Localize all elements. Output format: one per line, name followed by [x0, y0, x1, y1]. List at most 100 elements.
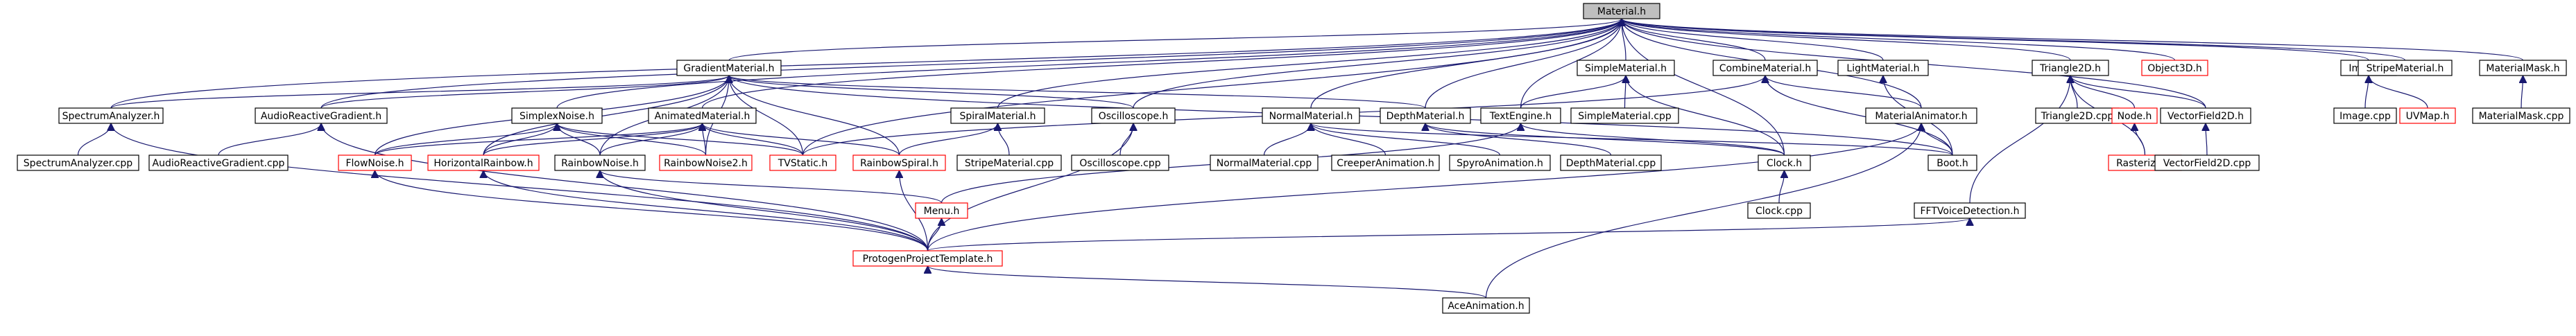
node-materialmask-cpp[interactable]: MaterialMask.cpp	[2472, 107, 2570, 124]
edge-material_h-to-simplexnoise_h	[556, 19, 1622, 109]
node-spectrumanalyzer-h[interactable]: SpectrumAnalyzer.h	[58, 107, 164, 124]
node-image-cpp[interactable]: Image.cpp	[2333, 107, 2397, 124]
node-materialanimator-h[interactable]: MaterialAnimator.h	[1865, 107, 1977, 124]
node-spyroanimation-h[interactable]: SpyroAnimation.h	[1449, 154, 1551, 171]
node-horizontalrainbow-h[interactable]: HorizontalRainbow.h	[427, 154, 540, 171]
node-label: CombineMaterial.h	[1719, 63, 1811, 74]
node-box	[58, 107, 164, 124]
node-fftvoicedetection-h[interactable]: FFTVoiceDetection.h	[1914, 202, 2026, 219]
node-normalmaterial-h[interactable]: NormalMaterial.h	[1262, 107, 1360, 124]
node-audioreactivegradient-cpp[interactable]: AudioReactiveGradient.cpp	[148, 154, 289, 171]
node-label: AudioReactiveGradient.h	[261, 111, 381, 122]
node-depthmaterial-cpp[interactable]: DepthMaterial.cpp	[1560, 154, 1662, 171]
node-audioreactivegradient-h[interactable]: AudioReactiveGradient.h	[255, 107, 388, 124]
node-rainbownoise2-h[interactable]: RainbowNoise2.h	[659, 154, 753, 171]
node-vectorfield2d-h[interactable]: VectorField2D.h	[2160, 107, 2251, 124]
edge-rainbownoise_h-to-menu_h	[600, 170, 943, 204]
node-material-h: Material.h	[1583, 3, 1660, 19]
node-box	[1480, 107, 1561, 124]
node-label: HorizontalRainbow.h	[433, 158, 533, 169]
node-box	[1210, 154, 1319, 171]
node-vectorfield2d-cpp[interactable]: VectorField2D.cpp	[2154, 154, 2260, 171]
edge-material_h-to-audioreactivegradient_h	[320, 19, 1622, 109]
node-box	[915, 202, 968, 219]
edge-material_h-to-stripematerial_h	[1622, 18, 2406, 61]
node-box	[1331, 154, 1440, 171]
edge-flownoise_h-to-protogenprojecttemplate_h	[375, 170, 929, 251]
node-clock-h[interactable]: Clock.h	[1758, 154, 1811, 171]
edge-audioreactivegradient_h-to-protogenprojecttemplate_h	[321, 123, 929, 251]
node-triangle2d-h[interactable]: Triangle2D.h	[2032, 60, 2109, 76]
node-animatedmaterial-h[interactable]: AnimatedMaterial.h	[648, 107, 757, 124]
node-protogenprojecttemplate-h[interactable]: ProtogenProjectTemplate.h	[852, 250, 1003, 267]
node-box	[1442, 297, 1530, 314]
node-node-h[interactable]: Node.h	[2111, 107, 2158, 124]
node-label: Oscilloscope.h	[1099, 111, 1169, 122]
node-stripematerial-cpp[interactable]: StripeMaterial.cpp	[956, 154, 1062, 171]
edge-horizontalrainbow_h-to-protogenprojecttemplate_h	[483, 170, 929, 251]
node-label: LightMaterial.h	[1846, 63, 1919, 74]
node-depthmaterial-h[interactable]: DepthMaterial.h	[1380, 107, 1471, 124]
node-creeperanimation-h[interactable]: CreeperAnimation.h	[1331, 154, 1440, 171]
node-box	[659, 154, 753, 171]
edge-simplematerial_h-to-textengine_h	[1520, 75, 1626, 109]
edge-normalmaterial_h-to-boot_h	[1311, 123, 1953, 156]
node-object3d-h[interactable]: Object3D.h	[2141, 60, 2208, 76]
node-combinematerial-h[interactable]: CombineMaterial.h	[1712, 60, 1818, 76]
edge-material_h-to-clock_h	[1622, 19, 1785, 156]
node-box	[554, 154, 646, 171]
node-normalmaterial-cpp[interactable]: NormalMaterial.cpp	[1210, 154, 1319, 171]
edge-combinematerial_h-to-boot_h	[1765, 76, 1953, 156]
node-spiralmaterial-h[interactable]: SpiralMaterial.h	[950, 107, 1045, 124]
edge-gradientmaterial_h-to-spectrumanalyzer_h	[110, 75, 729, 109]
node-rainbowspiral-h[interactable]: RainbowSpiral.h	[852, 154, 946, 171]
node-triangle2d-cpp[interactable]: Triangle2D.cpp	[2035, 107, 2120, 124]
edge-material_h-to-triangle2d_h	[1622, 18, 2071, 61]
edge-spectrumanalyzer_h-to-protogenprojecttemplate_h	[111, 123, 929, 251]
edge-spectrumanalyzer_h-to-spectrumanalyzer_cpp	[77, 123, 112, 156]
node-oscilloscope-h[interactable]: Oscilloscope.h	[1091, 107, 1176, 124]
node-textengine-h[interactable]: TextEngine.h	[1480, 107, 1561, 124]
node-menu-h[interactable]: Menu.h	[915, 202, 968, 219]
node-label: StripeMaterial.h	[2367, 63, 2444, 74]
edge-fftvoicedetection_h-to-protogenprojecttemplate_h	[927, 218, 1970, 251]
node-lightmaterial-h[interactable]: LightMaterial.h	[1837, 60, 1929, 76]
node-label: RainbowSpiral.h	[860, 158, 938, 169]
node-box	[2479, 60, 2567, 76]
edge-simplematerial_h-to-clock_h	[1626, 76, 1785, 156]
node-clock-cpp[interactable]: Clock.cpp	[1747, 202, 1811, 219]
edge-material_h-to-tvstatic_h	[802, 19, 1622, 156]
node-rainbownoise-h[interactable]: RainbowNoise.h	[554, 154, 646, 171]
node-label: SimpleMaterial.cpp	[1578, 111, 1672, 122]
node-spectrumanalyzer-cpp[interactable]: SpectrumAnalyzer.cpp	[17, 154, 139, 171]
edge-gradientmaterial_h-to-horizontalrainbow_h	[483, 76, 729, 156]
node-flownoise-h[interactable]: FlowNoise.h	[338, 154, 412, 171]
node-oscilloscope-cpp[interactable]: Oscilloscope.cpp	[1071, 154, 1169, 171]
node-label: Node.h	[2118, 111, 2152, 122]
node-simplexnoise-h[interactable]: SimplexNoise.h	[511, 107, 603, 124]
node-stripematerial-h[interactable]: StripeMaterial.h	[2358, 60, 2453, 76]
node-label: Triangle2D.cpp	[2041, 111, 2114, 122]
edge-animatedmaterial_h-to-rainbowspiral_h	[703, 123, 900, 156]
edge-vectorfield2d_h-to-vectorfield2d_cpp	[2206, 123, 2207, 156]
edge-material_h-to-image_h	[1622, 18, 2369, 61]
node-simplematerial-h[interactable]: SimpleMaterial.h	[1577, 60, 1675, 76]
node-label: SpyroAnimation.h	[1457, 158, 1543, 169]
edge-normalmaterial_h-to-spyroanimation_h	[1311, 123, 1501, 156]
node-aceanimation-h[interactable]: AceAnimation.h	[1442, 297, 1530, 314]
node-uvmap-h[interactable]: UVMap.h	[2399, 107, 2456, 124]
node-label: GradientMaterial.h	[683, 63, 774, 74]
node-boot-h[interactable]: Boot.h	[1927, 154, 1977, 171]
node-materialmask-h[interactable]: MaterialMask.h	[2479, 60, 2567, 76]
edge-material_h-to-gradientmaterial_h	[728, 18, 1622, 61]
node-gradientmaterial-h[interactable]: GradientMaterial.h	[676, 60, 782, 76]
node-tvstatic-h[interactable]: TVStatic.h	[769, 154, 836, 171]
node-simplematerial-cpp[interactable]: SimpleMaterial.cpp	[1570, 107, 1679, 124]
node-label: TextEngine.h	[1489, 111, 1552, 122]
edge-gradientmaterial_h-to-rainbowspiral_h	[729, 76, 900, 156]
node-label: TVStatic.h	[778, 158, 827, 169]
node-label: RainbowNoise.h	[561, 158, 639, 169]
edge-material_h-to-depthmaterial_h	[1425, 19, 1622, 109]
edge-menu_h-to-protogenprojecttemplate_h	[927, 218, 942, 251]
